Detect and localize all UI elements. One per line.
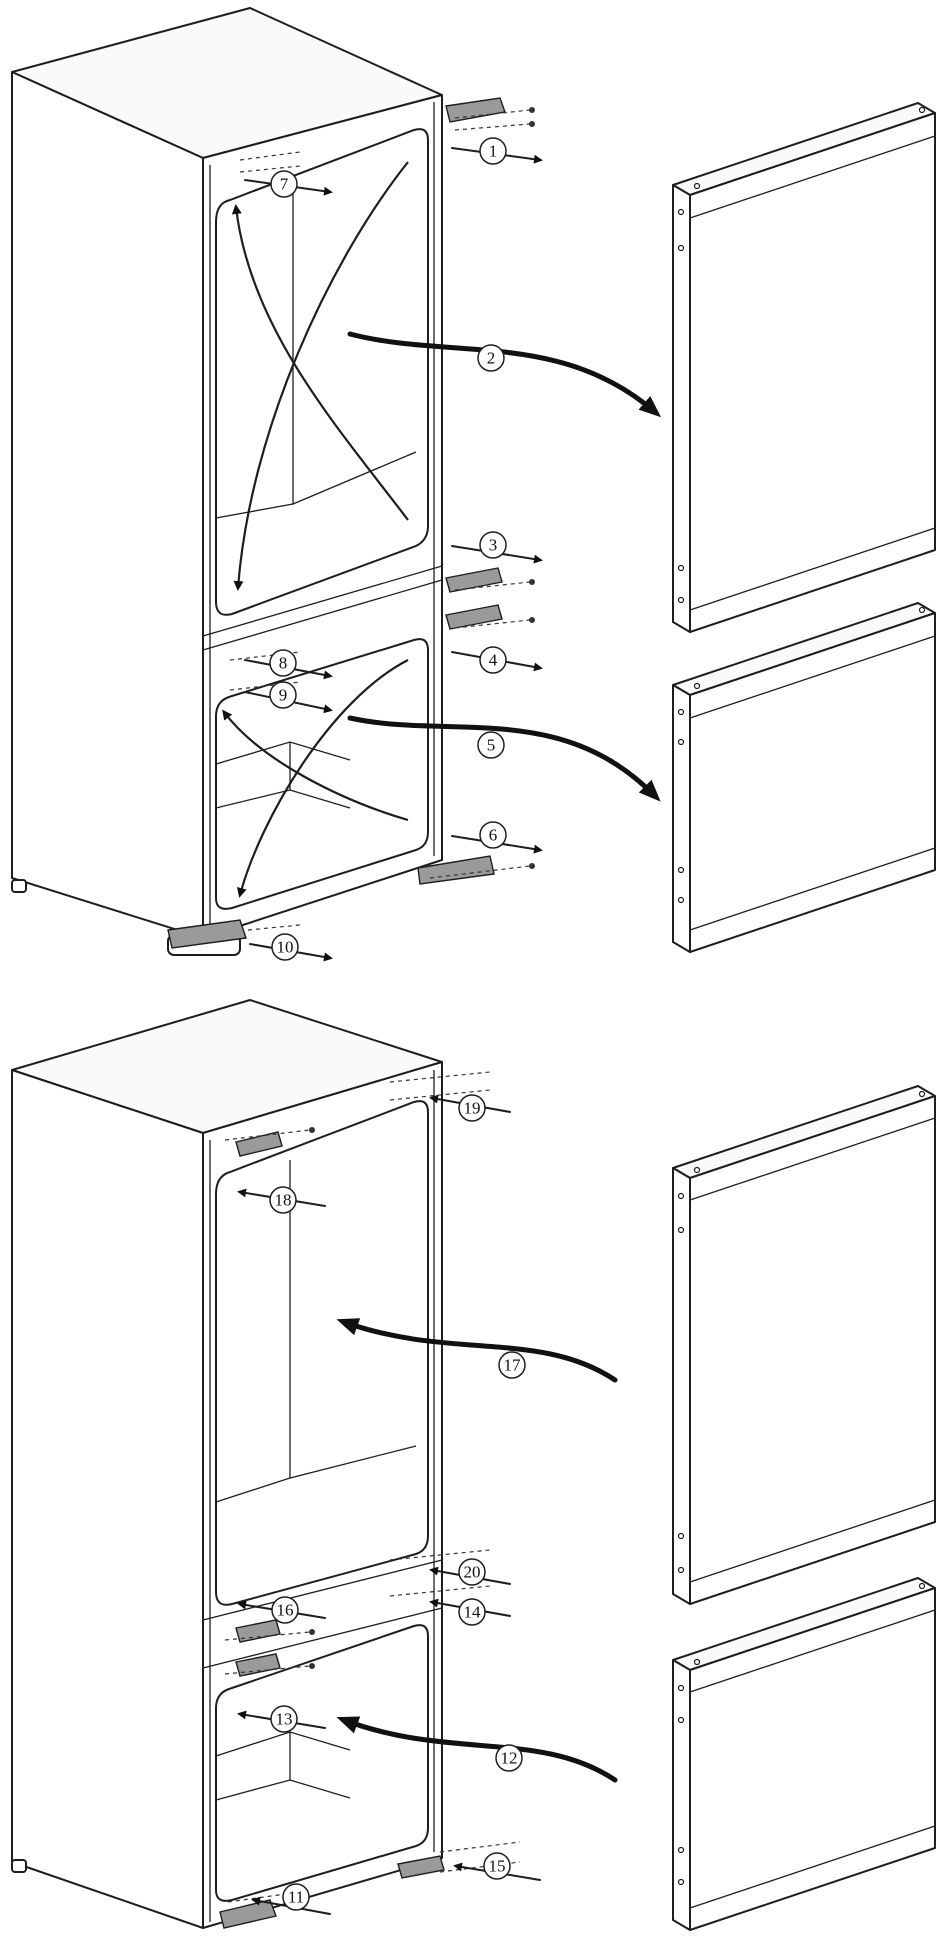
callout-15: 15 — [483, 1852, 511, 1880]
svg-text:11: 11 — [288, 1888, 304, 1907]
svg-text:7: 7 — [280, 175, 289, 194]
svg-text:2: 2 — [487, 349, 496, 368]
callout-10: 10 — [271, 933, 299, 961]
upper-door-panel — [672, 102, 936, 633]
callout-1: 1 — [479, 137, 507, 165]
hinge — [417, 855, 495, 885]
svg-text:15: 15 — [489, 1857, 506, 1876]
svg-text:17: 17 — [504, 1356, 522, 1375]
lower-compartment — [215, 1624, 429, 1902]
lower-compartment — [215, 638, 429, 910]
svg-text:9: 9 — [279, 686, 288, 705]
hinge — [445, 97, 506, 123]
callout-8: 8 — [269, 649, 297, 677]
svg-text:8: 8 — [279, 654, 288, 673]
lower-door-panel — [672, 1577, 936, 1931]
callout-9: 9 — [269, 681, 297, 709]
svg-text:5: 5 — [487, 736, 496, 755]
callout-16: 16 — [271, 1596, 299, 1624]
svg-text:14: 14 — [464, 1603, 482, 1622]
callout-2: 2 — [477, 344, 505, 372]
svg-text:6: 6 — [489, 826, 498, 845]
callout-13: 13 — [270, 1705, 298, 1733]
hinge — [445, 604, 503, 630]
callout-6: 6 — [479, 821, 507, 849]
upper-compartment — [215, 1100, 429, 1606]
hinge — [397, 1855, 445, 1879]
lower-door-panel — [672, 602, 936, 953]
callout-7: 7 — [270, 170, 298, 198]
callout-18: 18 — [269, 1186, 297, 1214]
hinge — [167, 919, 247, 949]
svg-text:4: 4 — [489, 651, 498, 670]
callout-12: 12 — [495, 1744, 523, 1772]
svg-text:12: 12 — [501, 1749, 518, 1768]
svg-text:19: 19 — [464, 1099, 481, 1118]
callout-4: 4 — [479, 646, 507, 674]
callout-3: 3 — [479, 531, 507, 559]
hinge — [445, 567, 503, 593]
callout-17: 17 — [498, 1351, 526, 1379]
upper-compartment — [215, 128, 429, 616]
svg-text:10: 10 — [277, 938, 294, 957]
svg-text:13: 13 — [276, 1710, 293, 1729]
hinge — [235, 1619, 281, 1643]
callout-5: 5 — [477, 731, 505, 759]
svg-text:16: 16 — [277, 1601, 294, 1620]
upper-door-panel — [672, 1085, 936, 1605]
upper-cabinet-assembly — [11, 7, 936, 962]
lower-cabinet-assembly — [11, 999, 936, 1931]
svg-text:18: 18 — [275, 1191, 292, 1210]
callout-20: 20 — [458, 1558, 486, 1586]
callout-19: 19 — [458, 1094, 486, 1122]
svg-text:1: 1 — [489, 142, 498, 161]
callout-11: 11 — [282, 1883, 310, 1911]
cabinet-side-face — [11, 71, 204, 939]
hinge — [235, 1653, 281, 1677]
svg-text:3: 3 — [489, 536, 498, 555]
hinge — [235, 1131, 283, 1157]
svg-text:20: 20 — [464, 1563, 481, 1582]
callout-14: 14 — [458, 1598, 486, 1626]
cabinet-side-face — [11, 1069, 204, 1929]
